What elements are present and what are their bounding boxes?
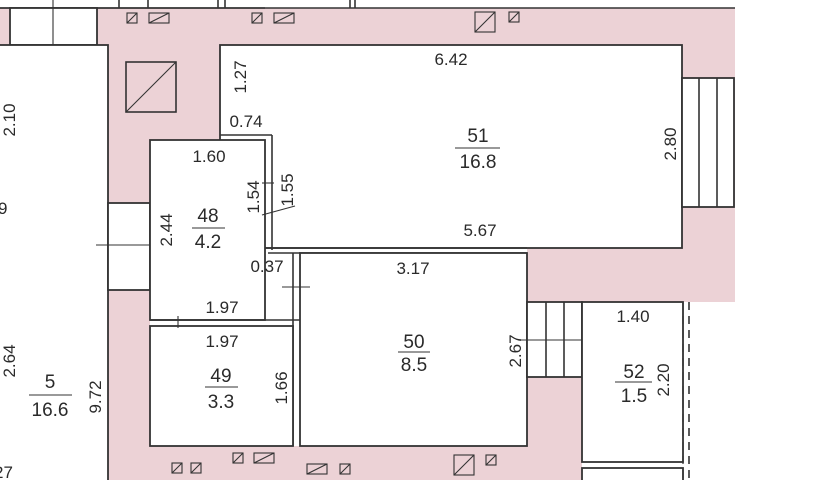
dim-label: 1.97 xyxy=(205,298,238,317)
dim-label: 2.10 xyxy=(0,103,19,136)
dim-label: 27 xyxy=(0,463,13,480)
room-48 xyxy=(149,139,266,321)
dimension-labels: 6.42 1.27 0.74 1.60 1.54 1.55 2.80 5.67 … xyxy=(0,50,680,480)
stairs xyxy=(520,301,592,378)
room-label-48: 48 4.2 xyxy=(192,206,225,253)
room-number: 52 xyxy=(623,362,644,383)
dim-label: 0.74 xyxy=(229,112,262,131)
room-area: 3.3 xyxy=(208,392,234,413)
dim-label: 9.72 xyxy=(86,380,105,413)
top-strip xyxy=(0,0,735,9)
room-label-49: 49 3.3 xyxy=(205,366,238,413)
shaft-icon xyxy=(125,61,177,113)
room-50 xyxy=(299,252,528,447)
room-number: 50 xyxy=(403,332,424,353)
dim-label: 2.20 xyxy=(654,363,673,396)
dim-label: 0.37 xyxy=(250,257,283,276)
dim-label: 1.66 xyxy=(272,371,291,404)
dim-label: 9 xyxy=(0,199,7,218)
dim-label: 5.67 xyxy=(463,221,496,240)
room-label-51: 51 16.8 xyxy=(455,126,500,173)
room-number: 51 xyxy=(467,126,488,147)
room-49 xyxy=(149,325,294,447)
room-51 xyxy=(219,44,683,249)
dim-label: 2.80 xyxy=(661,127,680,160)
room-area: 8.5 xyxy=(401,355,427,376)
dim-label: 1.40 xyxy=(616,307,649,326)
dim-label: 1.54 xyxy=(244,180,263,213)
room-area: 16.8 xyxy=(460,152,497,173)
dim-label: 1.97 xyxy=(205,332,238,351)
dim-label: 6.42 xyxy=(434,50,467,69)
room-label-5: 5 16.6 xyxy=(29,372,72,421)
dim-label: 3.17 xyxy=(396,259,429,278)
room-lower-right xyxy=(581,467,684,480)
room-label-50: 50 8.5 xyxy=(398,332,430,376)
room-number: 5 xyxy=(45,372,56,393)
room-area: 1.5 xyxy=(621,386,647,407)
dim-label: 2.64 xyxy=(0,344,19,377)
room-number: 48 xyxy=(197,206,218,227)
vent-icons xyxy=(126,11,520,476)
dim-label: 1.27 xyxy=(231,60,250,93)
room-area: 4.2 xyxy=(195,232,221,253)
dim-label: 1.55 xyxy=(278,173,297,206)
dim-label: 1.60 xyxy=(192,147,225,166)
window-right xyxy=(681,77,735,208)
dim-label: 2.67 xyxy=(506,334,525,367)
window-left-wall xyxy=(107,202,151,291)
room-5 xyxy=(0,44,109,480)
room-number: 49 xyxy=(210,366,231,387)
room-area: 16.6 xyxy=(32,400,69,421)
dim-label: 2.44 xyxy=(157,213,176,246)
room-label-52: 52 1.5 xyxy=(615,362,652,407)
